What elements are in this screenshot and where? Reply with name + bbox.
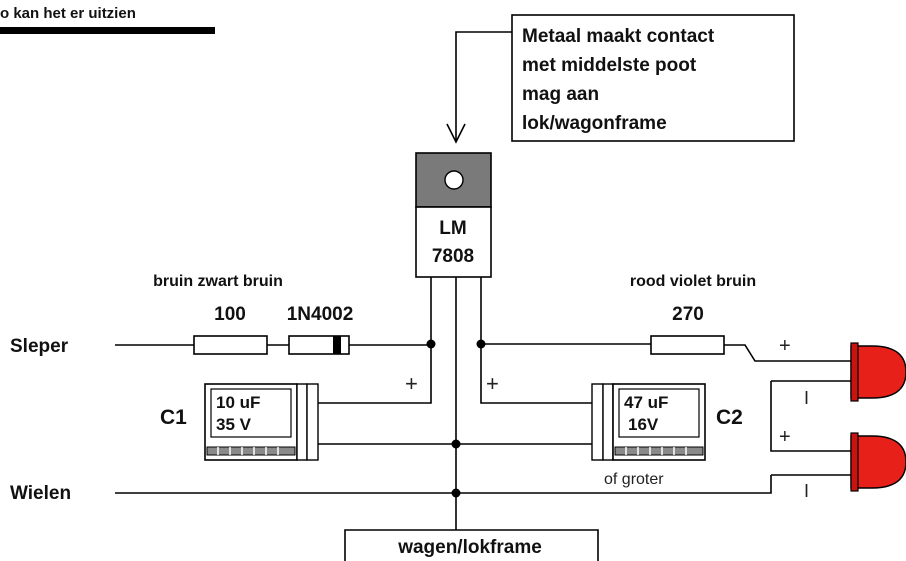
resistor2-value: 270 [672,304,704,325]
led2-flange [850,432,859,492]
wire-wielen [115,475,772,494]
c2-polarity-stripe [614,446,704,456]
resistor1 [193,335,268,355]
c2-note: of groter [604,471,664,488]
note-line-3: mag aan [522,84,599,105]
note-line-1: Metaal maakt contact [522,26,715,47]
resistor2 [650,335,725,355]
led2-minus-sign: I [804,481,809,501]
wire-c2-plus [480,344,592,404]
c1-capacitance: 10 uF [216,393,260,412]
note-line-4: lok/wagonframe [522,113,667,134]
c2-voltage: 16V [628,415,659,434]
wire-led1-led2 [770,381,855,452]
note-arrow-head [446,123,466,144]
regulator-label-line1: LM [439,218,466,239]
label-wielen: Wielen [10,483,71,504]
resistor2-color-code: rood violet bruin [630,273,756,290]
resistor1-value: 100 [214,304,246,325]
label-sleper: Sleper [10,336,69,357]
led1-flange [850,342,859,402]
c1-polarity-stripe [206,446,296,456]
c1-voltage: 35 V [216,415,252,434]
led2 [850,435,906,489]
page-heading: o kan het er uitzien [0,5,136,22]
resistor1-color-code: bruin zwart bruin [153,273,283,290]
c2-plus-sign: + [486,371,499,396]
c2-label-area [618,388,700,438]
led1-plus-sign: + [779,335,791,357]
c2-end-cap-2 [602,383,614,461]
junction-ground-wheels [451,488,461,498]
c1-end-cap-1 [296,383,308,461]
note-arrow-line [455,31,512,142]
c1-plus-sign: + [405,371,418,396]
c1-name: C1 [160,406,187,429]
wire-c1-plus [318,344,432,404]
heading-underline [0,27,215,34]
c2-name: C2 [716,406,743,429]
diode-cathode-band [333,336,341,354]
led1 [850,345,906,399]
frame-box [344,529,599,561]
c1-label-area [210,388,292,438]
note-line-2: met middelste poot [522,55,697,76]
regulator-label-line2: 7808 [432,246,474,267]
c2-end-cap-1 [591,383,604,461]
diode-label: 1N4002 [287,304,354,325]
junction-ground-caps [451,439,461,449]
wire-r2-led1 [724,344,855,362]
c1-end-cap-2 [306,383,319,461]
led2-plus-sign: + [779,426,791,448]
regulator-mounting-hole [444,170,464,190]
label-frame: wagen/lokframe [397,537,542,558]
note-box [511,14,795,142]
regulator-body [415,206,492,278]
led1-minus-sign: I [804,388,809,408]
c2-capacitance: 47 uF [624,393,668,412]
